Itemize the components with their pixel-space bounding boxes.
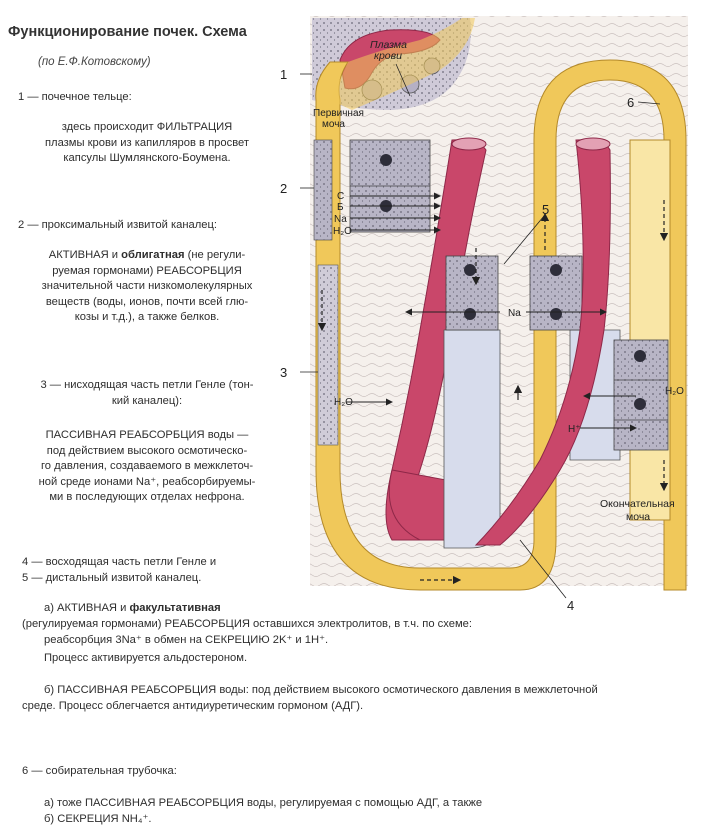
descending-limb xyxy=(443,329,501,549)
label-6: 6 xyxy=(627,95,634,110)
section1-line: капсулы Шумлянского-Боумена. xyxy=(63,152,231,164)
label-c: С xyxy=(337,191,344,202)
label-3: 3 xyxy=(280,365,287,380)
label-1: 1 xyxy=(280,67,287,82)
section5-heading: 5 — дистальный извитой каналец. xyxy=(22,572,202,584)
label-4: 4 xyxy=(567,598,574,613)
section2-line-first: АКТИВНАЯ и облигатная (не регули- xyxy=(18,248,276,264)
label-na2: Na xyxy=(508,308,521,319)
section1-line: здесь происходит ФИЛЬТРАЦИЯ xyxy=(61,121,233,133)
section6-b: б) СЕКРЕЦИЯ NH₄⁺. xyxy=(44,813,152,825)
section4-heading: 4 — восходящая часть петли Генле и xyxy=(22,556,217,568)
label-final-urine-line: моча xyxy=(626,511,650,523)
left-wall-cells-lower-texture xyxy=(318,265,338,445)
section3-line: ПАССИВНАЯ РЕАБСОРБЦИЯ воды — xyxy=(45,429,249,441)
section2-line: значительной части низкомолекулярных xyxy=(41,280,253,292)
section45-b-line1: б) ПАССИВНАЯ РЕАБСОРБЦИЯ воды: под дейст… xyxy=(44,684,598,696)
section2-text: (не регули- xyxy=(184,249,246,261)
label-primary-urine-line: Первичная xyxy=(313,108,364,119)
section2-text: АКТИВНАЯ и xyxy=(48,249,122,261)
label-na1: Na xyxy=(334,214,347,225)
cell-nucleus xyxy=(464,308,476,320)
section2-line: козы и т.д.), а также белков. xyxy=(74,311,220,323)
section3-line: ной среде ионами Na⁺, реабсорбируемы- xyxy=(38,475,256,488)
leader-line-5 xyxy=(503,215,545,265)
author-credit: (по Е.Ф.Котовскому) xyxy=(38,56,151,68)
label-primary-urine: Первичная моча xyxy=(313,108,367,130)
page-title: Функционирование почек. Схема xyxy=(8,24,247,40)
section45-a-line3: реабсорбция 3Na⁺ в обмен на СЕКРЕЦИЮ 2K⁺… xyxy=(44,634,329,646)
section3-body: ПАССИВНАЯ РЕАБСОРБЦИЯ воды — под действи… xyxy=(18,428,276,506)
section3-line: ми в последующих отделах нефрона. xyxy=(49,491,245,503)
section3-line: под действием высокого осмотическо- xyxy=(46,444,248,457)
label-final-urine: Окончательная моча xyxy=(600,498,678,523)
label-plasma: Плазма крови xyxy=(370,39,410,62)
label-2: 2 xyxy=(280,181,287,196)
cell-nucleus xyxy=(634,398,646,410)
label-h2o2: H₂O xyxy=(334,397,353,408)
section6-a: а) тоже ПАССИВНАЯ РЕАБСОРБЦИЯ воды, регу… xyxy=(44,797,483,809)
section2-bold-text: облигатная xyxy=(121,249,185,261)
section1-heading: 1 — почечное тельце: xyxy=(18,91,132,103)
section2-heading: 2 — проксимальный извитой каналец: xyxy=(18,219,218,231)
section2-line: руемая гормонами) РЕАБСОРБЦИЯ xyxy=(52,264,242,277)
section1-line: плазмы крови из капилляров в просвет xyxy=(45,136,249,149)
cell-nucleus xyxy=(380,154,392,166)
cell-nucleus xyxy=(550,264,562,276)
label-h2o3: H₂O xyxy=(665,386,684,397)
section3-line: го давления, создаваемого в межклеточ- xyxy=(40,460,254,472)
section45-bold-text: факультативная xyxy=(129,602,221,614)
left-wall-cells-texture xyxy=(314,140,332,240)
label-h2o1: H₂O xyxy=(333,226,352,237)
section3-heading-line: 3 — нисходящая часть петли Генле (тон- xyxy=(40,379,254,391)
cell-nucleus xyxy=(634,350,646,362)
collecting-duct xyxy=(629,139,671,521)
label-5: 5 xyxy=(542,202,549,217)
label-h: H⁺ xyxy=(568,424,581,435)
leader-line-6 xyxy=(637,101,661,105)
vessel-end xyxy=(575,137,611,151)
section1-body: здесь происходит ФИЛЬТРАЦИЯ плазмы крови… xyxy=(18,120,276,167)
proximal-tubule-wall xyxy=(315,59,687,591)
section2-body: АКТИВНАЯ и облигатная (не регули- руемая… xyxy=(18,248,276,326)
section6-heading: 6 — собирательная трубочка: xyxy=(22,765,177,777)
leader-line-plasma xyxy=(395,63,411,97)
label-primary-urine-line: моча xyxy=(322,119,345,130)
label-b: Б xyxy=(337,202,344,213)
cell-nucleus xyxy=(550,308,562,320)
label-final-urine-line: Окончательная xyxy=(600,498,675,510)
section45-a-line4: Процесс активируется альдостероном. xyxy=(44,652,248,664)
section45-a-line2: (регулируемая гормонами) РЕАБСОРБЦИЯ ост… xyxy=(22,618,472,630)
label-plasma-line: крови xyxy=(374,50,402,62)
leader-line-4 xyxy=(519,539,567,599)
cell-nucleus xyxy=(464,264,476,276)
section3-heading: 3 — нисходящая часть петли Генле (тон- к… xyxy=(18,378,276,409)
section45-a-line1: а) АКТИВНАЯ и факультативная xyxy=(44,601,221,617)
right-blood-vessel xyxy=(474,139,611,546)
vessel-end xyxy=(451,137,487,151)
section45-text: а) АКТИВНАЯ и xyxy=(44,602,130,614)
tubule-top-band xyxy=(330,18,475,110)
section3-heading-line: кий каналец): xyxy=(111,394,183,407)
section45-b-line2: среде. Процесс облегчается антидиуретиче… xyxy=(22,700,364,712)
section2-line: веществ (воды, ионов, почти всей глю- xyxy=(45,295,249,308)
label-plasma-line: Плазма xyxy=(370,39,407,51)
